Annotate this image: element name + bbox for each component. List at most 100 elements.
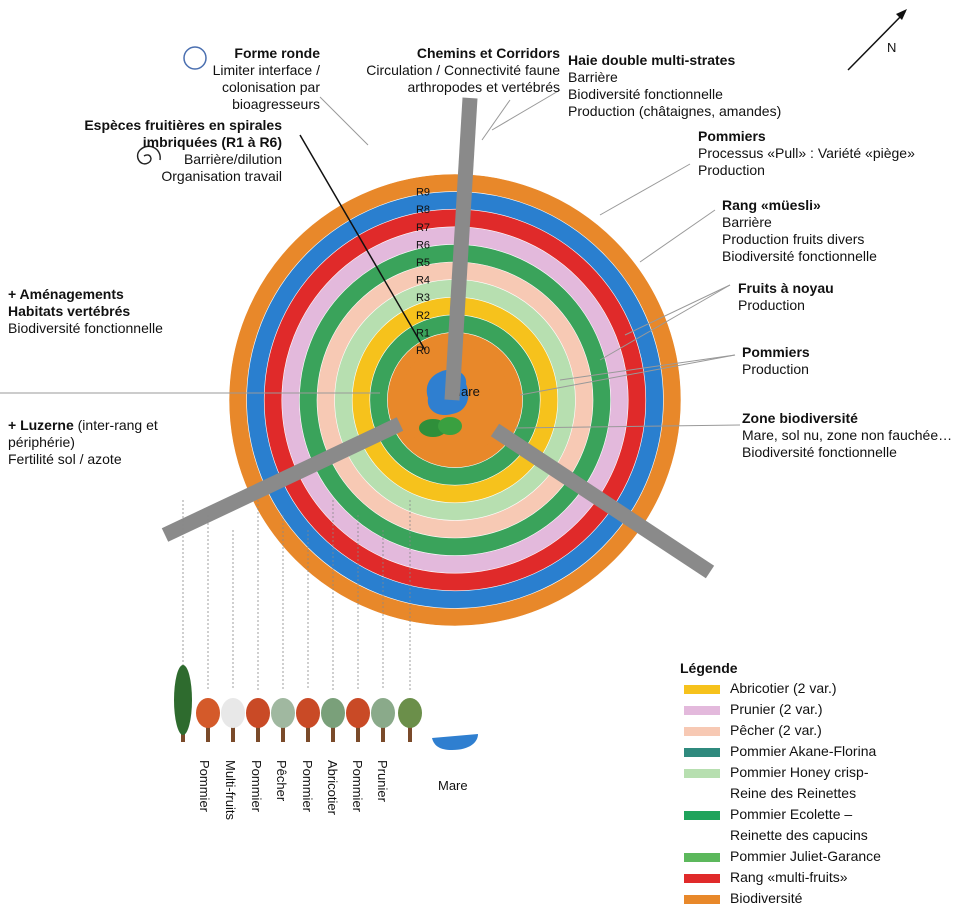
annotation-title: Pommiers [698,128,766,144]
annotation-muesli: Rang «müesli» Barrière Production fruits… [722,197,952,265]
annotation-line: Barrière [568,69,618,85]
legend-label: Pommier Ecolette – [730,806,853,822]
legend-swatch [684,748,720,757]
annotation-title: Forme ronde [234,45,320,61]
annotation-title-2: Habitats vertébrés [8,303,131,319]
annotation-amenagements: + Aménagements Habitats vertébrés Biodiv… [8,286,208,337]
legend-swatch [684,853,720,862]
legend-item: Reine des Reinettes [680,785,856,806]
concentric-rings [228,173,682,627]
annotation-line: Barrière [722,214,772,230]
shrub-cluster-2 [438,417,462,435]
tree-trunk [256,720,260,742]
legend-item: Biodiversité [680,890,802,911]
annotation-fruits-noyau: Fruits à noyau Production [738,280,938,314]
legend-item: Prunier (2 var.) [680,701,823,722]
legend-item: Pêcher (2 var.) [680,722,822,743]
legend-label: Biodiversité [730,890,803,906]
annotation-line: Production fruits divers [722,231,865,247]
annotation-line: Biodiversité fonctionnelle [742,444,897,460]
ring-label-r6: R6 [416,239,430,251]
ring-label-r3: R3 [416,292,430,304]
ring-label-r7: R7 [416,222,430,234]
tree-label: Prunier [375,760,390,802]
annotation-title-suffix: (inter-rang et [73,417,158,433]
annotation-title-line: + Luzerne (inter-rang et [8,417,188,434]
legend-item: Pommier Juliet-Garance [680,848,881,869]
round-form-icon [183,46,207,70]
tree-trunk [206,720,210,742]
annotation-line: Organisation travail [161,168,282,184]
legend-item: Pommier Ecolette – [680,806,852,827]
tree-crown [271,698,295,728]
ring-label-r5: R5 [416,257,430,269]
legend: Légende Abricotier (2 var.) Prunier (2 va… [680,660,881,911]
annotation-luzerne: + Luzerne (inter-rang et périphérie) Fer… [8,417,188,468]
ring-label-r9: R9 [416,187,430,199]
annotation-haie: Haie double multi-strates Barrière Biodi… [568,52,828,120]
tree-illustrations [174,665,478,750]
tree-label: Multi-fruits [223,760,238,820]
legend-item: Rang «multi-fruits» [680,869,848,890]
leader-lines [0,89,741,429]
legend-title: Légende [680,660,738,676]
annotation-title: + Aménagements [8,286,124,302]
ring-label-r2: R2 [416,310,430,322]
tree-trunk [331,720,335,742]
ring-label-r1: R1 [416,327,430,339]
annotation-line: Production [738,297,805,313]
north-arrow-head [896,9,907,20]
legend-swatch [684,874,720,883]
tree-trunk [306,720,310,742]
annotation-title: Fruits à noyau [738,280,834,296]
legend-swatch [684,706,720,715]
annotation-title: Zone biodiversité [742,410,858,426]
tree-crown [346,698,370,728]
legend-item: Pommier Honey crisp- [680,764,868,785]
legend-label: Prunier (2 var.) [730,701,823,717]
north-label: N [887,40,897,55]
annotation-line: Biodiversité fonctionnelle [8,320,163,336]
annotation-forme-ronde: Forme ronde Limiter interface / colonisa… [150,45,320,113]
annotation-chemins: Chemins et Corridors Circulation / Conne… [340,45,560,96]
tree-label: Pommier [350,760,365,813]
spiral-icon [136,145,161,165]
tree-crown [246,698,270,728]
tree-label: Pêcher [274,760,289,802]
tree-label-mare: Mare [438,778,468,793]
spiral-indicator-line [299,134,426,351]
tree-label: Pommier [197,760,212,813]
annotation-line: périphérie) [8,434,75,450]
annotation-line: Biodiversité fonctionnelle [568,86,723,102]
legend-label: Pommier Akane-Florina [730,743,877,759]
tree-trunk [281,720,285,742]
tree-crown [321,698,345,728]
annotation-line: Mare, sol nu, zone non fauchée… [742,427,953,443]
legend-label: Pommier Honey crisp- [730,764,869,780]
annotation-pommiers-pull: Pommiers Processus «Pull» : Variété «piè… [698,128,958,179]
corridor-southeast [490,423,715,579]
legend-label: Abricotier (2 var.) [730,680,837,696]
tree-crown [174,665,192,735]
north-arrow [847,11,906,71]
legend-item: Abricotier (2 var.) [680,680,837,701]
legend-label: Pêcher (2 var.) [730,722,822,738]
tree-label: Pommier [300,760,315,813]
tree-label: Pommier [249,760,264,813]
annotation-line: Circulation / Connectivité faune [366,62,560,78]
legend-swatch [684,769,720,778]
tree-crown [371,698,395,728]
annotation-title: Rang «müesli» [722,197,821,213]
annotation-line: Production [698,162,765,178]
annotation-line: Biodiversité fonctionnelle [722,248,877,264]
legend-swatch [684,811,720,820]
annotation-line: colonisation par bioagresseurs [221,79,320,112]
ring-label-r8: R8 [416,204,430,216]
legend-swatch [684,895,720,904]
legend-label: Pommier Juliet-Garance [730,848,881,864]
tree-trunk [356,720,360,742]
tree-crown [398,698,422,728]
ring-label-r4: R4 [416,275,430,287]
annotation-line: Limiter interface / [212,62,320,78]
